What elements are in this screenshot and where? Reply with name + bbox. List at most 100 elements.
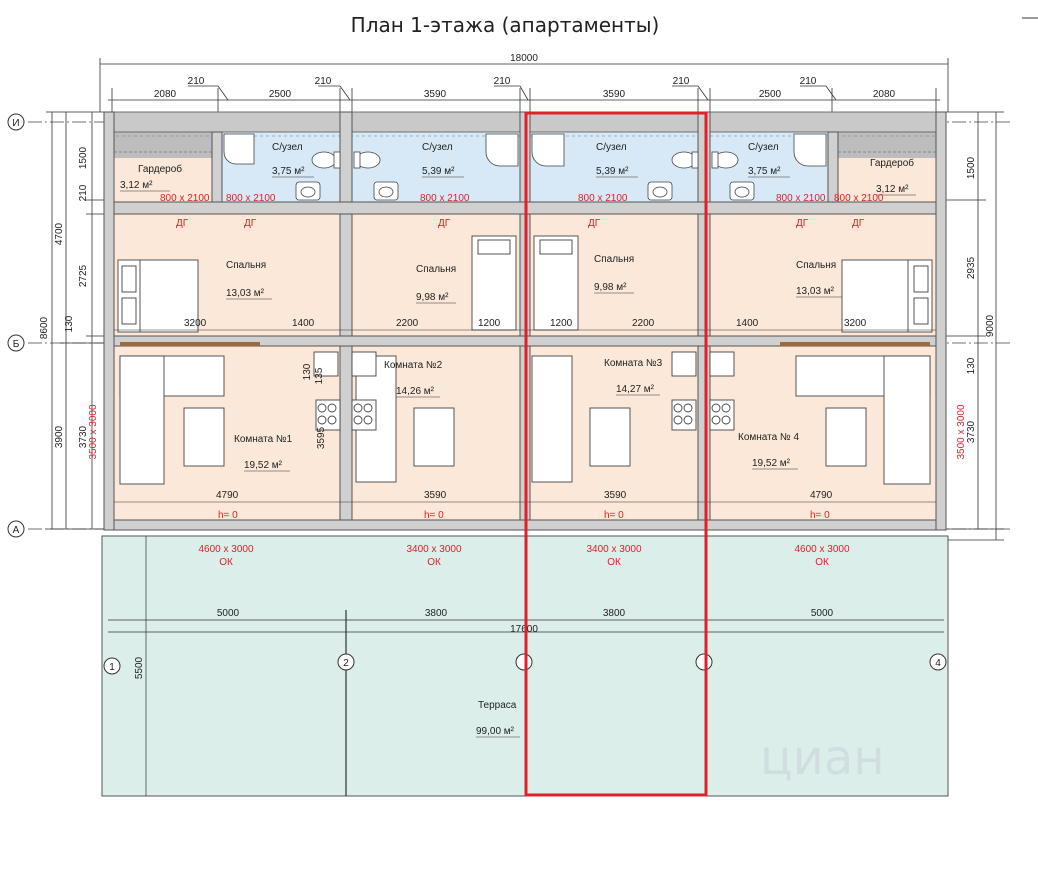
dim-right-2935: 2935 (966, 256, 977, 279)
dim-room-w4: 4790 (810, 490, 833, 501)
dim-p-1200-r: 1200 (550, 318, 573, 329)
bed4-area: 13,03 м² (796, 286, 835, 297)
bath1-name: С/узел (272, 142, 303, 153)
bath3-area: 5,39 м² (596, 166, 629, 177)
bed1-area: 13,03 м² (226, 288, 265, 299)
dim-p-3595: 3595 (316, 426, 327, 449)
terrace-area: 99,00 м² (476, 726, 515, 737)
bed2-name: Спальня (416, 264, 456, 275)
dim-left-bottom: 3900 (54, 425, 65, 448)
dim-right-130: 130 (966, 357, 977, 374)
svg-text:3400 х 3000: 3400 х 3000 (586, 544, 641, 555)
room2-area: 14,26 м² (396, 386, 435, 397)
window-left-size: 3500 х 3000 (88, 404, 99, 459)
room4-area: 19,52 м² (752, 458, 791, 469)
top-dimensions (99, 58, 949, 112)
room-labels: Гардероб 3,12 м² Гардероб 3,12 м² С/узел… (120, 142, 914, 737)
dg-3: ДГ (438, 218, 451, 229)
dg-4: ДГ (588, 218, 601, 229)
room1-area: 19,52 м² (244, 460, 283, 471)
sofa-icon (119, 355, 931, 485)
svg-text:4600 х 3000: 4600 х 3000 (794, 544, 849, 555)
level-1: h= 0 (218, 510, 238, 521)
level-3: h= 0 (604, 510, 624, 521)
dg-2: ДГ (244, 218, 257, 229)
bath4-area: 3,75 м² (748, 166, 781, 177)
axis-bubbles-rows: И Б А (7, 113, 25, 538)
left-dimensions (46, 111, 112, 530)
dim-room-w1: 4790 (216, 490, 239, 501)
bath4-name: С/узел (748, 142, 779, 153)
dim-left-130: 130 (64, 315, 75, 332)
svg-text:4600 х 3000: 4600 х 3000 (198, 544, 253, 555)
bath2-area: 5,39 м² (422, 166, 455, 177)
room3-area: 14,27 м² (616, 384, 655, 395)
dim-top-4: 3590 (603, 89, 626, 100)
dim-room-w2: 3590 (424, 490, 447, 501)
kitchen-icon (313, 351, 735, 431)
door-5: 800 х 2100 (776, 193, 826, 204)
dim-terr-depth: 5500 (134, 656, 145, 679)
dim-wall-2: 210 (315, 76, 332, 87)
window-labels: 4600 х 3000 ОК 3400 х 3000 ОК 3400 х 300… (198, 544, 849, 568)
room1-name: Комната №1 (234, 434, 293, 445)
dim-top-2: 2500 (269, 89, 292, 100)
bed3-area: 9,98 м² (594, 282, 627, 293)
bed3-name: Спальня (594, 254, 634, 265)
dim-wall-1: 210 (188, 76, 205, 87)
axis-2: 2 (343, 658, 349, 669)
dim-left-outer: 8600 (39, 316, 50, 339)
garderob-left-name: Гардероб (138, 163, 182, 175)
dim-top-1: 2080 (154, 89, 177, 100)
area-underlines (120, 176, 916, 738)
door-6: 800 х 2100 (834, 193, 884, 204)
axis-I: И (12, 118, 19, 129)
bed2-area: 9,98 м² (416, 292, 449, 303)
dim-wall-4: 210 (673, 76, 690, 87)
dim-left-2725: 2725 (78, 264, 89, 287)
room2-name: Комната №2 (384, 360, 443, 371)
dim-terr-4: 5000 (811, 608, 834, 619)
door-4: 800 х 2100 (578, 193, 628, 204)
terrace-name: Терраса (478, 700, 517, 711)
svg-text:3400 х 3000: 3400 х 3000 (406, 544, 461, 555)
garderob-right-area: 3,12 м² (876, 184, 909, 195)
dim-left-1500: 1500 (78, 146, 89, 169)
door-2: 800 х 2100 (226, 193, 276, 204)
door-3: 800 х 2100 (420, 193, 470, 204)
bed4-name: Спальня (796, 260, 836, 271)
level-2: h= 0 (424, 510, 444, 521)
room4-name: Комната № 4 (738, 432, 799, 443)
watermark-logo: циан (760, 730, 885, 786)
svg-text:ОК: ОК (427, 557, 441, 568)
dim-p-2200-l: 2200 (396, 318, 419, 329)
dim-wall-5: 210 (800, 76, 817, 87)
dim-left-3730: 3730 (78, 425, 89, 448)
dim-p-130: 130 (302, 363, 313, 380)
plan-title: План 1-этажа (апартаменты) (351, 13, 660, 37)
axis-4: 4 (935, 658, 941, 669)
dim-left-210: 210 (78, 184, 89, 201)
dim-p-1400-r: 1400 (736, 318, 759, 329)
window-openings (120, 342, 930, 346)
dim-overall-top: 18000 (510, 53, 538, 64)
dim-p-2200-r: 2200 (632, 318, 655, 329)
dg-5: ДГ (796, 218, 809, 229)
bath3-name: С/узел (596, 142, 627, 153)
dim-p-1200-l: 1200 (478, 318, 501, 329)
door-labels: 800 х 2100 800 х 2100 800 х 2100 800 х 2… (160, 193, 884, 229)
svg-text:ОК: ОК (815, 557, 829, 568)
dim-p-3200-l: 3200 (184, 318, 207, 329)
level-4: h= 0 (810, 510, 830, 521)
dim-terr-2: 3800 (425, 608, 448, 619)
dim-terr-total: 17600 (510, 624, 538, 635)
dim-right-1500: 1500 (966, 156, 977, 179)
bed1-name: Спальня (226, 260, 266, 271)
dim-terr-1: 5000 (217, 608, 240, 619)
dim-p-135: 135 (314, 367, 325, 384)
dim-p-3200-r: 3200 (844, 318, 867, 329)
bed-icon (117, 235, 933, 333)
dim-wall-3: 210 (494, 76, 511, 87)
svg-text:ОК: ОК (607, 557, 621, 568)
